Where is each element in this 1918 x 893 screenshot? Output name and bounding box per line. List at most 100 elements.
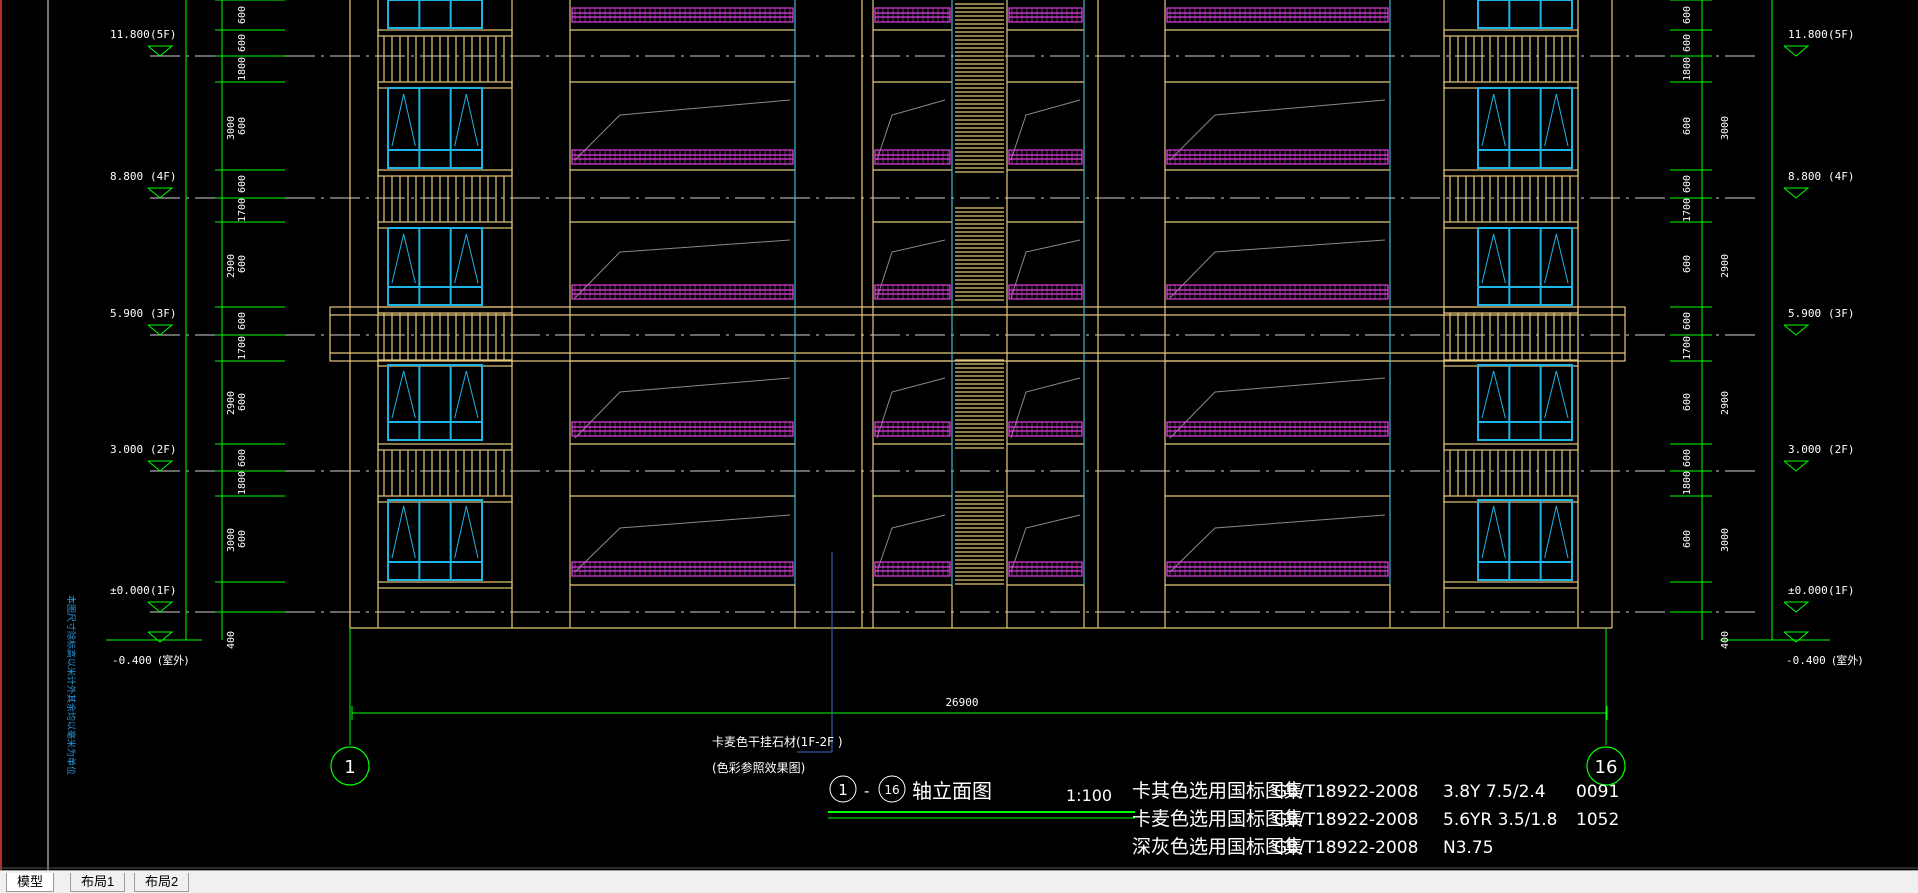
window-swing-mark [1544,370,1569,419]
tab-model[interactable]: 模型 [6,873,55,892]
balcony-slab [1443,495,1579,503]
level-elevation-right: 5.900 [1788,307,1821,320]
level-elevation-left: 3.000 [110,443,143,456]
railing [1008,149,1083,165]
level-marker-right [1783,45,1810,57]
title-axis-start: 1 [838,781,848,799]
level-floor-left: (3F) [150,307,177,320]
dim-text-left: 600 [237,530,248,548]
glass-reflection [1169,239,1386,299]
level-marker-left [147,324,174,336]
note-leader [797,552,833,753]
ground-elevation-left: -0.400 [112,654,152,667]
railing [571,561,794,577]
level-elevation-left: 11.800 [110,28,150,41]
viewport-border [0,0,2,870]
legend-color-code: 3.8Y 7.5/2.4 [1443,782,1546,802]
dim-text-right: 600 [1682,530,1693,548]
glass-reflection [876,99,946,161]
balcony-slab [377,581,513,589]
drawing-title: 轴立面图 [912,779,992,803]
window-swing-mark [1481,505,1506,559]
railing [874,561,951,577]
glass-reflection [876,377,946,439]
window-swing-mark [1544,505,1569,559]
balcony-slab [1443,29,1579,37]
railing [1166,421,1389,437]
dim-text-left: 600 [237,175,248,193]
window-swing-mark [1481,233,1506,284]
glass-reflection [574,239,791,299]
glass-reflection [1010,377,1081,439]
dim-text-right: 600 [1682,312,1693,330]
dim-text-right-outer: 3000 [1720,116,1731,140]
material-note-line2: (色彩参照效果图) [712,760,805,775]
axis-label-16: 16 [1595,757,1618,778]
elevation-drawing: 600 600 600 600 1800 1800 600 600 600 600 1700 1700… [0,0,1918,870]
legend-standard: GB/T18922-2008 [1274,810,1418,830]
level-marker-left [147,601,174,613]
railing [571,421,794,437]
level-floor-left: (4F) [150,170,177,183]
dim-text-right: 1800 [1682,57,1693,81]
balcony-slab [377,29,513,37]
dim-text-right: 1700 [1682,198,1693,222]
vertical-unit-note: 本图尺寸除标高以米计外其余均以毫米为单位 [65,595,77,775]
level-floor-right: (3F) [1828,307,1855,320]
glass-reflection [1010,99,1081,161]
glass-reflection [574,377,791,439]
balcony-slab [377,495,513,503]
dim-text-left-outer: 2900 [226,254,237,278]
glass-reflection [1169,377,1386,439]
dim-text-right: 1800 [1682,471,1693,495]
dim-text-left-outer: 3000 [226,528,237,552]
glass-reflection [1169,514,1386,573]
level-floor-right: (4F) [1828,170,1855,183]
dim-text-left: 600 [237,255,248,273]
tab-layout-1[interactable]: 布局1 [70,873,126,892]
window-swing-mark [1481,370,1506,419]
level-marker-right [1783,324,1810,336]
ground-note-right: (室外) [1832,653,1863,667]
axis-bubble-16 [1586,746,1626,786]
level-marker-right [1783,601,1810,613]
ground-elevation-right: -0.400 [1786,654,1826,667]
level-elevation-left: ±0.000 [110,584,150,597]
railing [874,149,951,165]
window-frame [1477,0,1573,29]
legend-color-code: N3.75 [1443,838,1494,858]
dim-text-right-outer: 2900 [1720,391,1731,415]
tab-layout-2[interactable]: 布局2 [134,873,190,892]
legend-standard: GB/T18922-2008 [1274,838,1418,858]
dim-text-left: 1700 [237,198,248,222]
dim-text-right: 600 [1682,449,1693,467]
level-floor-left: (2F) [150,443,177,456]
dim-text-left: 1800 [237,471,248,495]
balcony-slab [1443,169,1579,177]
axis-bubble-1 [330,746,370,786]
window-frame [1477,364,1573,441]
balcony-slab [1443,443,1579,451]
balcony-slab [377,306,513,314]
window-swing-mark [1544,93,1569,147]
level-marker-right [1783,187,1810,199]
legend-color-code: 5.6YR 3.5/1.8 [1443,810,1557,830]
balcony-slab [377,443,513,451]
window-swing-mark [454,93,479,147]
level-marker-left [147,460,174,472]
band-3f [329,306,1626,362]
railing [1008,421,1083,437]
ground-marker-left [147,631,174,643]
dim-text-left: 600 [237,117,248,135]
layout-tab-bar: 模型 布局1 布局2 [0,870,1918,893]
dim-text-left: 600 [237,449,248,467]
railing [1166,561,1389,577]
legend-color-name: 卡麦色选用国标图集 [1132,808,1303,830]
cad-model-viewport[interactable]: 600 600 600 600 1800 1800 600 600 600 600 1700 1700… [0,0,1918,870]
balcony-slab [1443,581,1579,589]
legend-color-name: 卡其色选用国标图集 [1132,780,1303,802]
dim-text-right: 1700 [1682,336,1693,360]
level-floor-right: (5F) [1828,28,1855,41]
legend-color-number: 0091 [1576,782,1619,802]
level-marker-right [1783,460,1810,472]
